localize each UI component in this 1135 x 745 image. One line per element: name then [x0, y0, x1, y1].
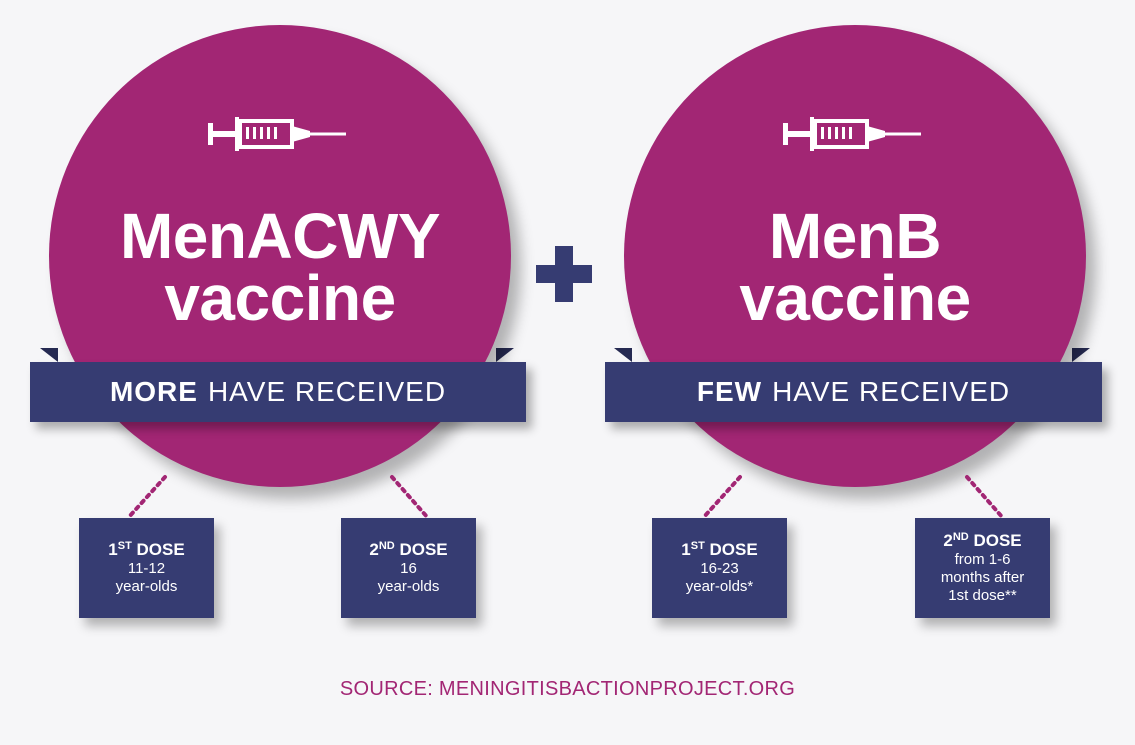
dose-title: 2ND DOSE [369, 540, 448, 559]
menacwy-banner-bold: MORE [109, 376, 198, 407]
menacwy-banner: MORE HAVE RECEIVED [30, 362, 526, 422]
dose-title: 1ST DOSE [681, 540, 758, 559]
dose-detail: months after [940, 569, 1025, 586]
syringe-icon [208, 117, 346, 151]
dose-detail: 11-12 [127, 560, 166, 577]
menb-dose-2: 2ND DOSE from 1-6 months after 1st dose*… [915, 518, 1050, 618]
dose-detail: year-olds* [685, 578, 754, 595]
source-credit: SOURCE: MENINGITISBACTIONPROJECT.ORG [339, 678, 796, 700]
dose-detail: 16-23 [700, 560, 739, 577]
menacwy-dose-2: 2ND DOSE 16 year-olds [341, 518, 476, 618]
syringe-icon [783, 117, 921, 151]
menacwy-dose-1: 1ST DOSE 11-12 year-olds [79, 518, 214, 618]
menb-dose-1: 1ST DOSE 16-23 year-olds* [652, 518, 787, 618]
menb-banner-text: HAVE RECEIVED [772, 376, 1011, 407]
menb-title-line1: MenB [768, 200, 942, 272]
dose-title: 1ST DOSE [108, 540, 185, 559]
menacwy-banner-text: HAVE RECEIVED [207, 376, 447, 407]
menb-title-line2: vaccine [739, 262, 971, 334]
dose-detail: 1st dose** [948, 587, 1017, 604]
dose-detail: from 1-6 [954, 551, 1011, 568]
menb-title: MenB vaccine [624, 200, 1086, 334]
menacwy-title: MenACWY vaccine [49, 200, 511, 334]
dose-detail: year-olds [115, 578, 178, 595]
plus-icon [536, 246, 592, 302]
dose-detail: 16 [400, 560, 417, 577]
menb-banner: FEW HAVE RECEIVED [605, 362, 1102, 422]
dose-detail: year-olds [377, 578, 440, 595]
menacwy-title-line1: MenACWY [119, 200, 441, 272]
menb-banner-bold: FEW [696, 376, 763, 407]
dose-title: 2ND DOSE [943, 531, 1022, 550]
menacwy-title-line2: vaccine [164, 262, 396, 334]
